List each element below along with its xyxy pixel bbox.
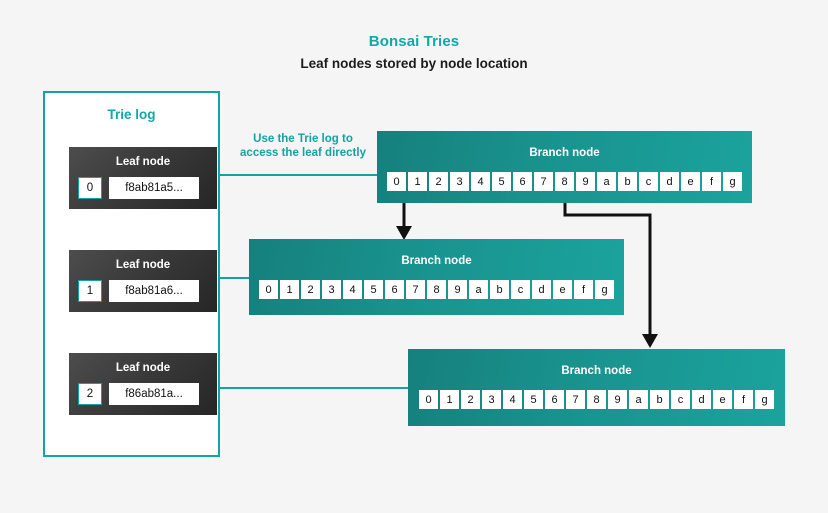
leaf-node-label: Leaf node bbox=[115, 259, 171, 271]
leaf-node-2[interactable]: Leaf node 2 f86ab81a... bbox=[69, 353, 217, 415]
leaf-node-label: Leaf node bbox=[115, 362, 171, 374]
branch-node-cell[interactable]: 4 bbox=[343, 280, 362, 299]
branch-node-cell[interactable]: 6 bbox=[385, 280, 404, 299]
leaf-node-row: 1 f8ab81a6... bbox=[78, 280, 199, 302]
trie-log-panel: Trie log Leaf node 0 f8ab81a5... Leaf no… bbox=[43, 91, 220, 457]
branch-node-cell[interactable]: 5 bbox=[492, 172, 511, 191]
branch-node-cell[interactable]: 4 bbox=[471, 172, 490, 191]
branch-node-cell[interactable]: 1 bbox=[408, 172, 427, 191]
leaf-node-hash: f8ab81a5... bbox=[109, 177, 199, 199]
annotation-line-2: access the leaf directly bbox=[240, 147, 366, 159]
teal-connector-leaf-0 bbox=[194, 168, 377, 182]
branch-node-cell[interactable]: 8 bbox=[555, 172, 574, 191]
leaf-node-index: 1 bbox=[78, 280, 102, 302]
branch-node-cell[interactable]: e bbox=[713, 390, 732, 409]
annotation-line-1: Use the Trie log to bbox=[253, 133, 353, 145]
branch-node-cell[interactable]: a bbox=[597, 172, 616, 191]
branch-node-cell[interactable]: 1 bbox=[440, 390, 459, 409]
branch-node-cell[interactable]: 2 bbox=[301, 280, 320, 299]
trie-log-title: Trie log bbox=[107, 107, 156, 122]
branch-node-cell[interactable]: c bbox=[511, 280, 530, 299]
branch-node-cell[interactable]: 0 bbox=[259, 280, 278, 299]
leaf-node-label: Leaf node bbox=[115, 156, 171, 168]
branch-node-cell[interactable]: d bbox=[692, 390, 711, 409]
leaf-node-1[interactable]: Leaf node 1 f8ab81a6... bbox=[69, 250, 217, 312]
branch-node-cell[interactable]: a bbox=[629, 390, 648, 409]
branch-node-label: Branch node bbox=[561, 365, 632, 377]
branch-node-cell[interactable]: c bbox=[671, 390, 690, 409]
branch-node-cell[interactable]: a bbox=[469, 280, 488, 299]
branch-node-cell[interactable]: f bbox=[574, 280, 593, 299]
branch-node-cell[interactable]: 5 bbox=[524, 390, 543, 409]
diagram-header: Bonsai Tries Leaf nodes stored by node l… bbox=[0, 32, 828, 74]
branch-node-cell[interactable]: 2 bbox=[461, 390, 480, 409]
page-title: Bonsai Tries bbox=[368, 33, 460, 50]
branch-node-cell[interactable]: e bbox=[681, 172, 700, 191]
branch-node-cell[interactable]: d bbox=[532, 280, 551, 299]
branch-node-cell[interactable]: 0 bbox=[387, 172, 406, 191]
branch-node-cell[interactable]: 7 bbox=[534, 172, 553, 191]
branch-node-cell[interactable]: 7 bbox=[406, 280, 425, 299]
leaf-node-row: 0 f8ab81a5... bbox=[78, 177, 199, 199]
branch-node-label: Branch node bbox=[529, 147, 600, 159]
branch-node-cell[interactable]: 5 bbox=[364, 280, 383, 299]
branch-node-cell[interactable]: b bbox=[650, 390, 669, 409]
branch-node-cell[interactable]: f bbox=[734, 390, 753, 409]
branch-node-cell[interactable]: d bbox=[660, 172, 679, 191]
branch-node-cell[interactable]: 6 bbox=[513, 172, 532, 191]
branch-node-cell[interactable]: 3 bbox=[322, 280, 341, 299]
branch-node-cell[interactable]: e bbox=[553, 280, 572, 299]
branch-node-cell[interactable]: 3 bbox=[482, 390, 501, 409]
branch-node-cell[interactable]: f bbox=[702, 172, 721, 191]
leaf-node-index: 2 bbox=[78, 383, 102, 405]
branch-node-cell[interactable]: 8 bbox=[587, 390, 606, 409]
leaf-node-row: 2 f86ab81a... bbox=[78, 383, 199, 405]
branch-node-cell[interactable]: 9 bbox=[576, 172, 595, 191]
leaf-node-0[interactable]: Leaf node 0 f8ab81a5... bbox=[69, 147, 217, 209]
leaf-node-hash: f8ab81a6... bbox=[109, 280, 199, 302]
branch-node-cell[interactable]: 0 bbox=[419, 390, 438, 409]
branch-node-cell[interactable]: g bbox=[755, 390, 774, 409]
page-subtitle: Leaf nodes stored by node location bbox=[300, 56, 528, 71]
branch-node-cell[interactable]: c bbox=[639, 172, 658, 191]
leaf-node-hash: f86ab81a... bbox=[109, 383, 199, 405]
leaf-node-index: 0 bbox=[78, 177, 102, 199]
branch-node-cell[interactable]: 3 bbox=[450, 172, 469, 191]
branch-node-cell[interactable]: 8 bbox=[427, 280, 446, 299]
branch-node-cell[interactable]: 7 bbox=[566, 390, 585, 409]
branch-node-cell[interactable]: b bbox=[618, 172, 637, 191]
branch-node-cell[interactable]: 9 bbox=[608, 390, 627, 409]
branch-node-cell[interactable]: 2 bbox=[429, 172, 448, 191]
branch-node-cell[interactable]: 6 bbox=[545, 390, 564, 409]
branch-node-cell[interactable]: 1 bbox=[280, 280, 299, 299]
branch-node-cell[interactable]: g bbox=[595, 280, 614, 299]
teal-connector-leaf-2 bbox=[194, 381, 408, 395]
branch-node-cell[interactable]: 4 bbox=[503, 390, 522, 409]
branch-node-cell[interactable]: b bbox=[490, 280, 509, 299]
branch-node-cell[interactable]: 9 bbox=[448, 280, 467, 299]
branch-node-cell[interactable]: g bbox=[723, 172, 742, 191]
branch-node-label: Branch node bbox=[401, 255, 472, 267]
annotation-text: Use the Trie log to access the leaf dire… bbox=[228, 132, 378, 160]
